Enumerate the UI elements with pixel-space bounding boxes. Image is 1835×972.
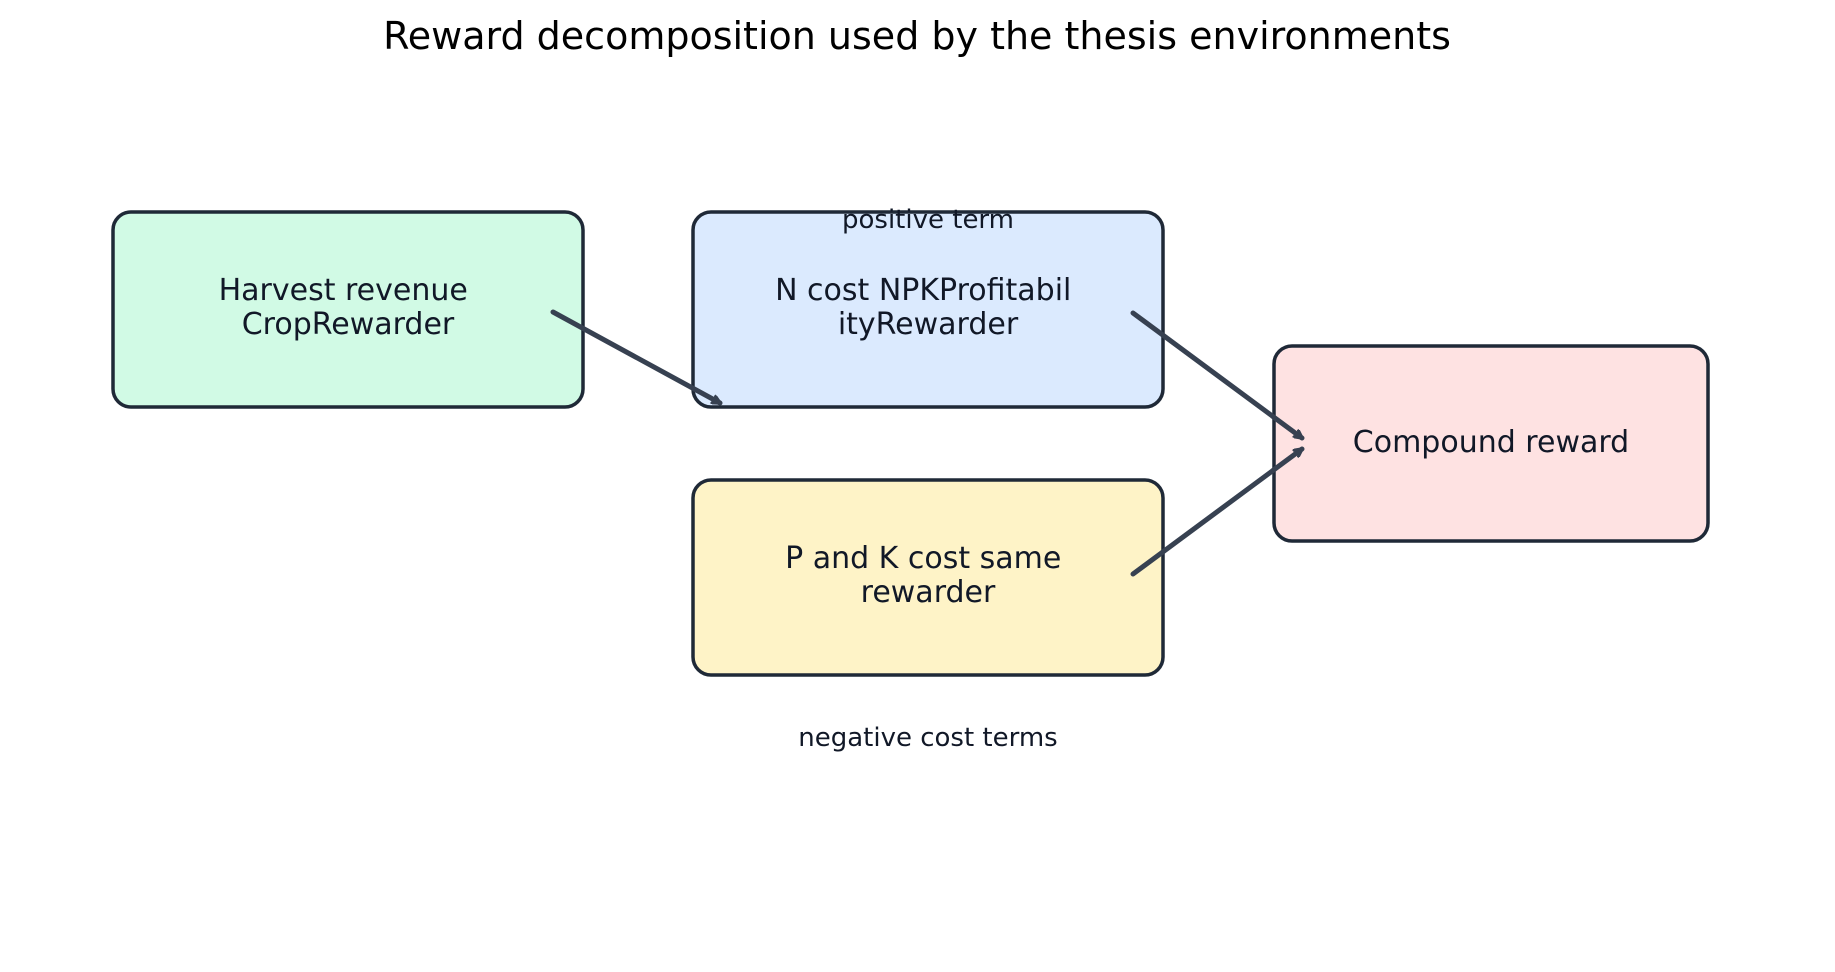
node-harvest-label-line1: Harvest revenue [219, 273, 468, 308]
node-harvest-label-line2: CropRewarder [242, 307, 455, 342]
node-pk-cost-box [691, 478, 1165, 677]
annotation-negative-cost-terms: negative cost terms [798, 723, 1057, 753]
node-pk-cost: P and K cost same rewarder [691, 478, 1165, 677]
edge-harvest-to-n-cost [550, 309, 723, 406]
node-pk-cost-label-line1: P and K cost same [785, 541, 1061, 576]
node-harvest-label: Harvest revenue CropRewarder [219, 273, 478, 342]
node-harvest-revenue: Harvest revenue CropRewarder [111, 210, 585, 409]
node-n-cost-label-line1: N cost NPKProfitabil [775, 273, 1071, 308]
node-n-cost-label-line2: ityRewarder [838, 307, 1019, 342]
node-compound-label: Compound reward [1353, 425, 1629, 460]
node-n-cost: N cost NPKProfitabil ityRewarder [691, 210, 1165, 409]
node-compound-box [1272, 344, 1710, 543]
diagram-title: Reward decomposition used by the thesis … [383, 14, 1451, 58]
edge-n-cost-to-compound [1130, 310, 1305, 441]
node-pk-cost-label-line2: rewarder [861, 575, 996, 610]
node-harvest-box [111, 210, 585, 409]
edge-pk-cost-to-compound [1130, 446, 1305, 577]
annotation-positive-term: positive term [842, 205, 1014, 235]
node-pk-cost-label: P and K cost same rewarder [785, 541, 1071, 610]
node-compound-reward: Compound reward [1272, 344, 1710, 543]
node-n-cost-box [691, 210, 1165, 409]
node-n-cost-label: N cost NPKProfitabil ityRewarder [775, 273, 1081, 342]
